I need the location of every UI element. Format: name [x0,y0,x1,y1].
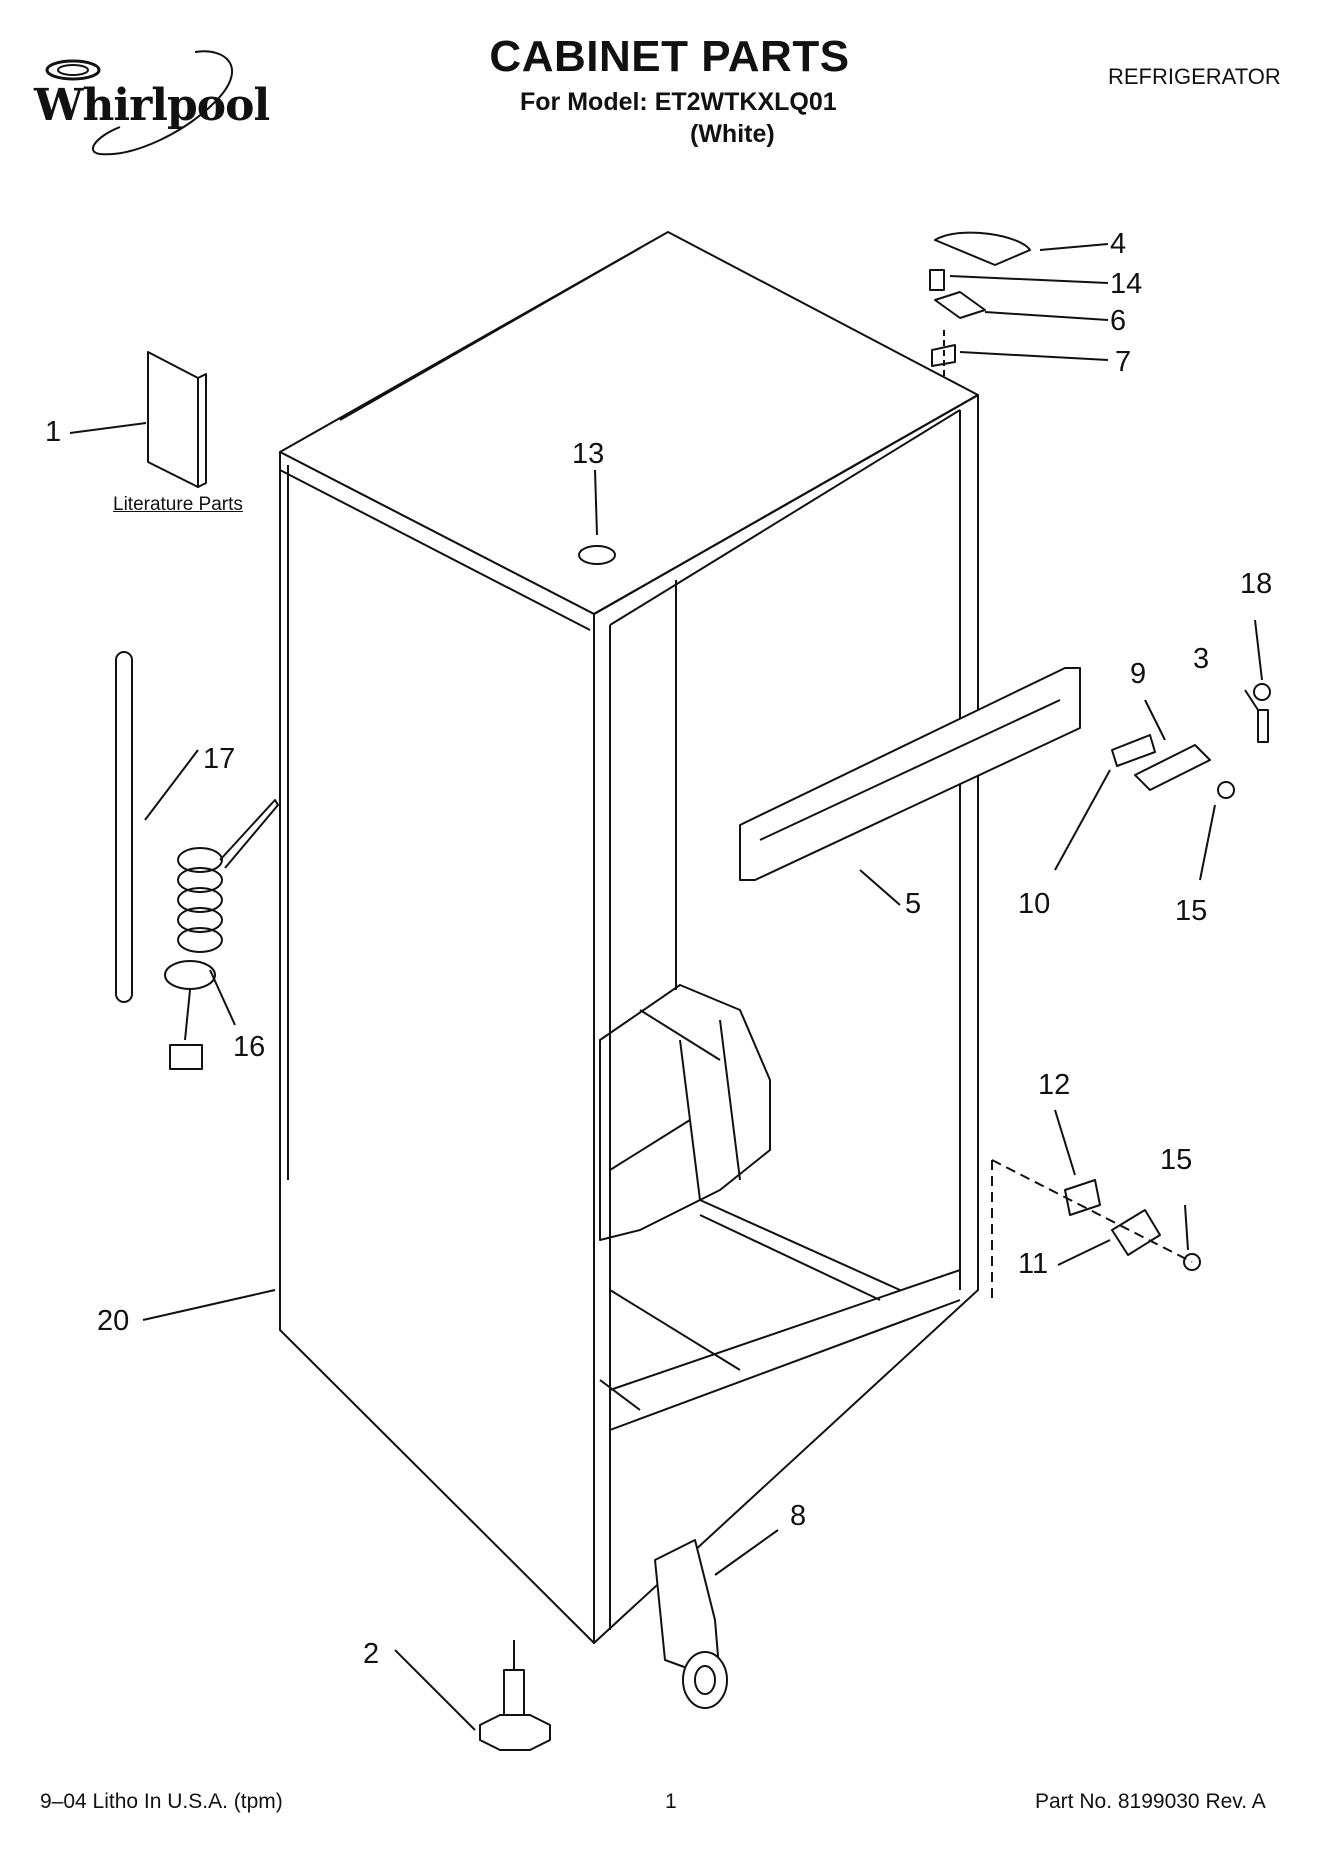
callout-1: 1 [45,416,62,448]
callout-11: 11 [1018,1248,1049,1280]
whirlpool-logo [45,50,234,156]
footer-litho: 9–04 Litho In U.S.A. (tpm) [40,1790,283,1813]
literature-parts-link[interactable]: Literature Parts [113,494,243,515]
literature-booklet [147,351,199,488]
footer-page-number: 1 [665,1790,677,1813]
callout-5: 5 [905,888,922,920]
power-cord [164,799,279,1070]
leveling-leg [479,1640,551,1751]
callout-3: 3 [1193,643,1210,675]
callout-20: 20 [97,1305,130,1337]
callout-16: 16 [233,1031,266,1063]
callout-18: 18 [1240,568,1273,600]
center-hinge [1111,734,1235,799]
footer-part-number: Part No. 8199030 Rev. A [1035,1790,1266,1813]
cross-brace [739,667,1081,881]
page-title: CABINET PARTS [489,32,850,81]
cabinet-shell [279,231,979,1644]
callout-17: 17 [203,743,236,775]
top-hinge [929,231,1031,367]
callout-9: 9 [1130,658,1147,690]
callout-2: 2 [363,1638,380,1670]
category-label: REFRIGERATOR [1108,64,1281,89]
model-line: For Model: ET2WTKXLQ01 [520,88,837,116]
callout-12: 12 [1038,1069,1071,1101]
hinge-pin [1257,709,1269,743]
trim-rod [115,651,133,1003]
rear-roller [654,1539,728,1709]
callout-4: 4 [1110,228,1127,260]
callout-14: 14 [1110,268,1143,300]
brand-logo-text: Whirlpool [34,80,270,131]
callout-6: 6 [1110,305,1127,337]
callout-13: 13 [572,438,605,470]
callout-7: 7 [1115,346,1132,378]
callout-8: 8 [790,1500,807,1532]
leader-lines [69,243,1263,1731]
hole-plug [578,545,616,565]
callout-10: 10 [1018,888,1051,920]
callout-15-upper: 15 [1175,895,1208,927]
bottom-hinge-shim [1064,1179,1101,1216]
washer [1253,683,1271,701]
color-line: (White) [690,120,775,148]
callout-15-lower: 15 [1160,1144,1193,1176]
